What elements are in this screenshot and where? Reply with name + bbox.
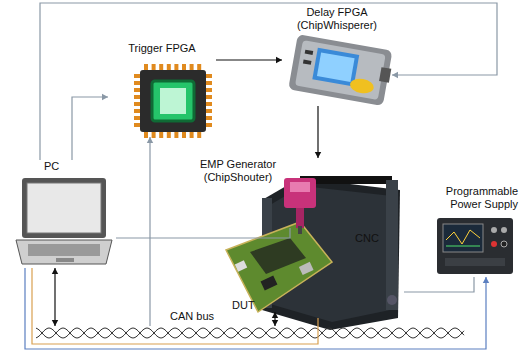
device-label: DUT <box>228 299 255 312</box>
connector <box>40 3 497 160</box>
chip-pin <box>144 132 148 138</box>
arrow-head <box>52 320 58 326</box>
chip-pin <box>206 88 212 92</box>
twisted-pair <box>36 328 464 338</box>
chip-pin <box>206 123 212 127</box>
laptop-illustration <box>16 178 112 264</box>
chip-pin <box>152 132 156 138</box>
chip-pin <box>167 64 171 70</box>
connector <box>272 312 278 326</box>
chip-pin <box>174 132 178 138</box>
connector-line <box>40 3 497 160</box>
chip-pin <box>134 109 140 113</box>
arrow-head <box>147 137 153 143</box>
chip-pin <box>206 81 212 85</box>
chip-pin <box>197 64 201 70</box>
chip-pin <box>159 64 163 70</box>
chip-pin <box>182 132 186 138</box>
arrow-head <box>272 312 278 318</box>
arrow-head <box>315 152 321 158</box>
connector <box>32 268 318 344</box>
connector <box>216 57 282 63</box>
connector-line <box>404 277 474 292</box>
chip-pin <box>206 95 212 99</box>
arrow-head <box>102 94 108 100</box>
connector <box>404 277 474 292</box>
emp-generator-node: EMP Generator (ChipShouter) <box>188 158 323 228</box>
connector-line <box>32 268 318 344</box>
fpga-node: Trigger FPGA <box>108 42 216 137</box>
dut-node: DUT <box>228 262 312 312</box>
chip-pin <box>206 74 212 78</box>
fpga-chip-illustration <box>134 64 212 138</box>
power-supply-node: Programmable Power Supply <box>432 185 518 277</box>
connector <box>52 268 58 326</box>
arrow-head <box>392 72 398 78</box>
device-label: Delay FPGA (ChipWhisperer) <box>289 6 385 32</box>
connector <box>72 94 108 160</box>
chip-pin <box>206 109 212 113</box>
arrow-head <box>52 268 58 274</box>
chip-pin <box>134 116 140 120</box>
connector-line <box>216 59 282 60</box>
chip-pin <box>134 74 140 78</box>
arrow-head <box>272 320 278 326</box>
connector-line <box>116 228 290 238</box>
chip-pin <box>167 132 171 138</box>
connector <box>147 137 153 326</box>
chip-pin <box>134 123 140 127</box>
chip-pin <box>190 132 194 138</box>
connector <box>116 228 290 238</box>
device-label: CAN bus <box>35 310 214 323</box>
can-bus-node: CAN bus <box>35 326 465 340</box>
arrow-head <box>276 57 282 63</box>
arrow-head <box>483 277 489 283</box>
chip-pin <box>174 64 178 70</box>
emp-generator-illustration <box>284 178 316 234</box>
chip-pin <box>152 64 156 70</box>
device-label: CNC <box>315 232 404 245</box>
connector <box>25 268 489 349</box>
device-label: Programmable Power Supply <box>436 185 518 211</box>
chip-pin <box>182 64 186 70</box>
chip-pin <box>144 64 148 70</box>
connector-line <box>317 106 318 158</box>
chip-pin <box>197 132 201 138</box>
cnc-node: CNC <box>315 232 404 318</box>
connector-line <box>149 137 150 326</box>
chip-pin <box>190 64 194 70</box>
chipwhisperer-illustration <box>288 34 394 106</box>
chip-pin <box>206 116 212 120</box>
device-label: EMP Generator (ChipShouter) <box>188 158 288 184</box>
chip-pin <box>134 88 140 92</box>
connector-line <box>54 268 55 326</box>
chip-pin <box>159 132 163 138</box>
delay-fpga-node: Delay FPGA (ChipWhisperer) <box>282 6 392 106</box>
pc-node: PC <box>12 160 116 268</box>
connector-line <box>72 97 108 160</box>
chip-pin <box>134 81 140 85</box>
power-supply-illustration <box>437 218 513 274</box>
device-label: PC <box>12 160 116 173</box>
connector <box>315 106 321 158</box>
chip-pin <box>134 95 140 99</box>
chip-pin <box>134 102 140 106</box>
chip-pin <box>206 102 212 106</box>
dut-board <box>226 222 332 312</box>
device-label: Trigger FPGA <box>108 42 216 55</box>
connector-line <box>25 268 486 349</box>
